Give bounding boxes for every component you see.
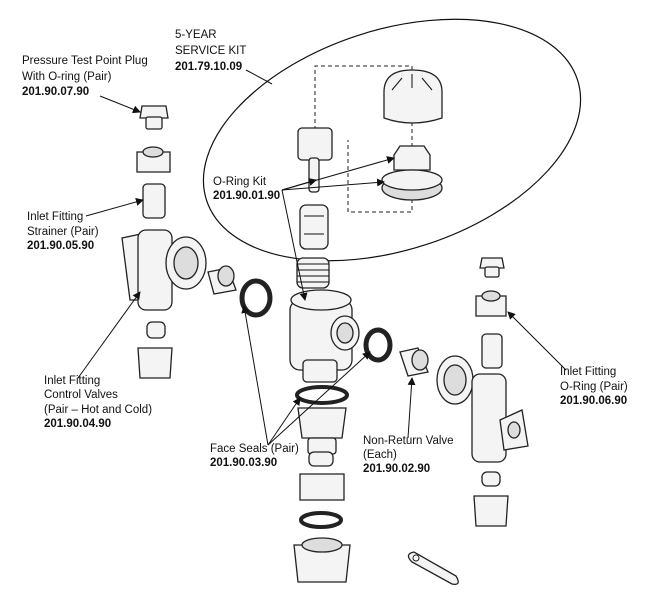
face-seal-ring-left	[239, 278, 273, 318]
key-tool-part	[407, 551, 459, 585]
pressure-plug-part	[139, 105, 169, 130]
thermostat-cap-part	[383, 69, 443, 124]
mixing-valve-body-part	[289, 289, 360, 383]
strainer-label-line2: Strainer (Pair)	[27, 226, 99, 238]
leader-inlet-oring	[507, 311, 567, 371]
right-control-valve-part	[436, 355, 529, 463]
right-olive-part	[481, 471, 501, 487]
leader-face-seal-2	[267, 351, 371, 446]
strainer-insert-part	[299, 204, 329, 250]
left-olive-part	[146, 321, 166, 339]
inlet-oring-code: 201.90.06.90	[560, 395, 627, 407]
left-control-valve-part	[121, 229, 207, 311]
outlet-seal-ring	[299, 511, 343, 529]
inlet-oring-label-line1: Inlet Fitting	[560, 366, 616, 378]
face-seal-ring-bottom	[295, 385, 349, 405]
inlet-oring-label-line2: O-Ring (Pair)	[560, 381, 628, 393]
leader-service-kit	[245, 69, 273, 85]
leader-oring-kit-3	[281, 178, 385, 191]
pressure-plug-code: 201.90.07.90	[22, 86, 89, 98]
face-seal-ring-right	[363, 327, 393, 363]
strainer-code: 201.90.05.90	[27, 240, 94, 252]
service-kit-label-line2: SERVICE KIT	[175, 45, 246, 57]
right-non-return-valve-part	[399, 347, 429, 377]
pressure-plug-label-line1: Pressure Test Point Plug	[22, 55, 148, 67]
left-non-return-valve-part	[207, 265, 237, 295]
leader-strainer	[85, 198, 144, 217]
spring-part	[296, 257, 330, 289]
non-return-label-line1: Non-Return Valve	[363, 435, 454, 447]
leader-face-seal-3	[267, 397, 301, 446]
right-compression-nut-part	[473, 495, 509, 527]
leader-oring-kit-4	[281, 189, 308, 301]
oring-kit-label: O-Ring Kit	[213, 176, 267, 188]
right-plug-part	[479, 257, 505, 278]
control-valves-label-line3: (Pair – Hot and Cold)	[44, 404, 152, 416]
thermostat-head-part	[381, 145, 443, 201]
oring-kit-code: 201.90.01.90	[213, 190, 280, 202]
leader-control-valves	[77, 291, 141, 379]
cartridge-spindle-part	[297, 127, 333, 193]
pressure-plug-label-line2: With O-ring (Pair)	[22, 71, 112, 83]
leader-face-seal-1	[241, 305, 269, 446]
left-compression-nut-part	[137, 347, 173, 379]
plug-nut-part	[136, 146, 171, 173]
leader-oring-kit-2	[281, 156, 395, 191]
strainer-part	[142, 183, 166, 219]
service-kit-label-line1: 5-YEAR	[175, 29, 217, 41]
right-plug-nut-part	[475, 290, 507, 317]
strainer-label-line1: Inlet Fitting	[27, 211, 83, 223]
non-return-label-line2: (Each)	[363, 449, 397, 461]
service-kit-code: 201.79.10.09	[175, 61, 242, 73]
service-kit-boundary	[202, 18, 582, 262]
control-valves-code: 201.90.04.90	[44, 418, 111, 430]
outlet-fitting-part	[293, 407, 351, 583]
control-valves-label-line1: Inlet Fitting	[44, 375, 100, 387]
right-strainer-part	[481, 333, 503, 369]
kit-dashed-connector	[314, 65, 413, 213]
leader-non-return	[407, 377, 416, 439]
face-seals-code: 201.90.03.90	[210, 457, 277, 469]
non-return-code: 201.90.02.90	[363, 463, 430, 475]
face-seals-label: Face Seals (Pair)	[210, 443, 299, 455]
leader-pressure-plug	[99, 95, 141, 114]
control-valves-label-line2: Control Valves	[44, 389, 118, 401]
